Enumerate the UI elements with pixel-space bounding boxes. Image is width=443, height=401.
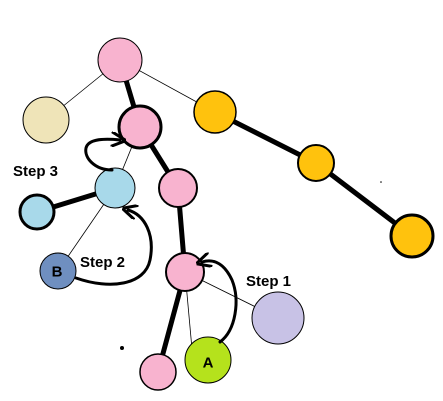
step3-arrow (84, 139, 120, 172)
node-lavender (251, 291, 305, 345)
node-gold-2 (297, 144, 335, 182)
step1-label: Step 1 (246, 273, 291, 290)
ink-dot (380, 181, 382, 183)
node-b (39, 252, 77, 290)
ink-dot (120, 346, 124, 350)
node-gold-3 (389, 213, 435, 259)
node-root (97, 37, 143, 83)
node-pink-3 (158, 168, 198, 208)
step3-label: Step 3 (13, 163, 58, 180)
node-pink-4 (165, 252, 205, 292)
step2-arrow (74, 210, 153, 286)
node-a-label: A (203, 355, 214, 372)
node-pink-2 (117, 104, 163, 150)
node-small-blue (18, 193, 56, 231)
node-a (184, 336, 232, 384)
node-gold-1 (193, 90, 237, 134)
node-beige (22, 96, 70, 144)
step2-label: Step 2 (80, 254, 125, 271)
node-pink-5 (139, 353, 177, 391)
node-b-label: B (52, 264, 63, 281)
step1-arrow (202, 261, 238, 344)
node-light-blue (94, 167, 136, 209)
